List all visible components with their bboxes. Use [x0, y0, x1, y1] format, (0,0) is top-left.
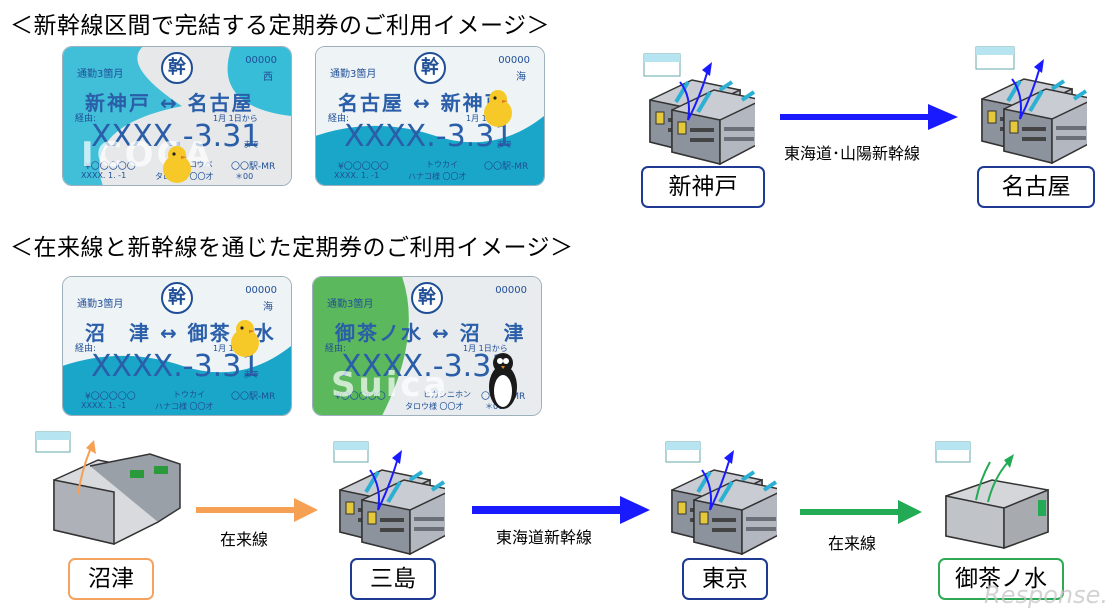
ticket-stations: 御茶ノ水 ↔ 沼 津 — [335, 321, 526, 345]
ticket-serial: XXXX. 1. -1 — [334, 171, 380, 180]
ticket-branch: 西 — [263, 72, 273, 83]
ticket-holder-kana: トウカイ — [426, 160, 458, 169]
ticket-valid-from: 1月 1日から — [213, 114, 258, 123]
ticket-stations: 名古屋 ↔ 新神戸 — [338, 91, 507, 115]
ticket-number: 00000 — [245, 55, 277, 66]
ticket-kind: 通勤3箇月 — [77, 299, 124, 310]
shinkansen-mark: 幹 — [161, 52, 193, 84]
ticket-expiry: XXXX.-3.31 — [344, 119, 514, 154]
ticket-number: 00000 — [245, 285, 277, 296]
ticket-until: まで — [496, 140, 512, 149]
route1-arrow — [780, 104, 958, 130]
mascot-icon — [231, 320, 259, 357]
route2-arrow-3-shaft — [800, 509, 900, 515]
ticket-holder: ハナコ様 〇〇才 — [408, 172, 467, 181]
ticket-issuing-station: 〇〇駅-MR — [484, 162, 529, 172]
ticket-gate-nagoya — [975, 46, 1087, 165]
ticket-until: まで — [243, 140, 259, 149]
ticket-gate-tokyo — [665, 441, 777, 555]
route2-arrow-1-shaft — [196, 507, 296, 513]
route2-line-label-2: 東海道新幹線 — [496, 528, 593, 547]
watermark: Response. — [984, 581, 1108, 609]
route2-line-label-3: 在来線 — [828, 534, 877, 553]
shinkansen-mark: 幹 — [414, 52, 446, 84]
ticket-kind: 通勤3箇月 — [330, 69, 377, 80]
route1-arrow-shaft — [780, 114, 930, 120]
ticket-serial: XXXX. 1. -1 — [81, 401, 127, 410]
shinkansen-mark: 幹 — [161, 282, 193, 314]
ticket-holder-kana: ヒガシニホン — [423, 390, 471, 399]
ticket-valid-from: 1月 1日から — [463, 344, 508, 353]
route1-line-label: 東海道･山陽新幹線 — [784, 144, 921, 163]
station-box-numazu: 沼津 — [68, 558, 154, 600]
ticket-issuing-station: 〇〇駅-MR — [231, 392, 276, 402]
ticket-fare: ¥〇〇〇〇〇 — [338, 162, 389, 172]
route2-line-label-1: 在来線 — [220, 530, 269, 549]
mascot-icon — [484, 90, 512, 127]
ticket-fare: ¥〇〇〇〇〇 — [85, 392, 136, 402]
ticket-via: 経由: — [325, 344, 347, 354]
mascot-icon — [163, 146, 191, 183]
route2-arrow-1 — [196, 498, 318, 522]
ticket-holder: タロウ様 〇〇才 — [405, 402, 464, 411]
route1-arrow-head — [928, 104, 958, 130]
route2-arrow-3 — [800, 500, 922, 524]
ticket-holder: ハナコ様 〇〇才 — [155, 402, 214, 411]
ticket-code: ＊00 — [485, 402, 504, 411]
ticket-number: 00000 — [498, 55, 530, 66]
ticket-gate-mishima — [333, 441, 445, 555]
station-box-mishima: 三島 — [350, 558, 436, 600]
ticket-holder-kana: トウカイ — [173, 390, 205, 399]
route2-arrow-2-head — [620, 496, 650, 524]
route2-arrow-3-head — [898, 500, 922, 524]
ticket-fare: ¥〇〇〇〇〇 — [335, 392, 386, 402]
ticket-issuing-station: 〇〇駅-MR — [231, 162, 276, 172]
section2-heading: ＜在来線と新幹線を通じた定期券のご利用イメージ＞ — [10, 235, 574, 261]
station-box-nagoya: 名古屋 — [977, 166, 1095, 208]
route2-arrow-2-shaft — [472, 506, 622, 514]
section1-heading: ＜新幹線区間で完結する定期券のご利用イメージ＞ — [10, 13, 551, 39]
station-box-tokyo: 東京 — [682, 558, 768, 600]
ticket-via: 経由: — [328, 114, 350, 124]
ticket-via: 経由: — [75, 344, 97, 354]
ticket-fare: ¥〇〇〇〇〇 — [85, 162, 136, 172]
ticket-branch: 海 — [263, 302, 273, 313]
ticket-kind: 通勤3箇月 — [327, 299, 374, 310]
ticket-expiry: XXXX.-3.31 — [91, 349, 261, 384]
ticket-stations: 新神戸 ↔ 名古屋 — [85, 91, 254, 115]
ticket-gate-shinkobe — [643, 53, 755, 166]
ticket-number: 00000 — [495, 285, 527, 296]
station-box-ochanomizu: 御茶ノ水 — [938, 558, 1064, 600]
ticket-gate-ochanomizu — [935, 441, 1049, 550]
ticket-code: ＊00 — [235, 172, 254, 181]
card-brand: Suica — [331, 365, 450, 405]
penguin-icon — [489, 353, 517, 409]
ticket-expiry: XXXX.-3.31 — [341, 349, 511, 384]
ticket-kind: 通勤3箇月 — [77, 69, 124, 80]
ticket-serial: XXXX. 1. -1 — [81, 171, 127, 180]
route2-arrow-1-head — [294, 498, 318, 522]
ticket-branch: 海 — [516, 72, 526, 83]
ticket-holder-kana: シンコウベ — [173, 160, 213, 169]
ticket-via: 経由: — [75, 114, 97, 124]
ticket-gate-numazu — [35, 431, 181, 545]
shinkansen-mark: 幹 — [411, 282, 443, 314]
station-box-shinkobe: 新神戸 — [641, 166, 765, 208]
route2-arrow-2 — [472, 496, 650, 524]
ticket-until: まで — [243, 370, 259, 379]
